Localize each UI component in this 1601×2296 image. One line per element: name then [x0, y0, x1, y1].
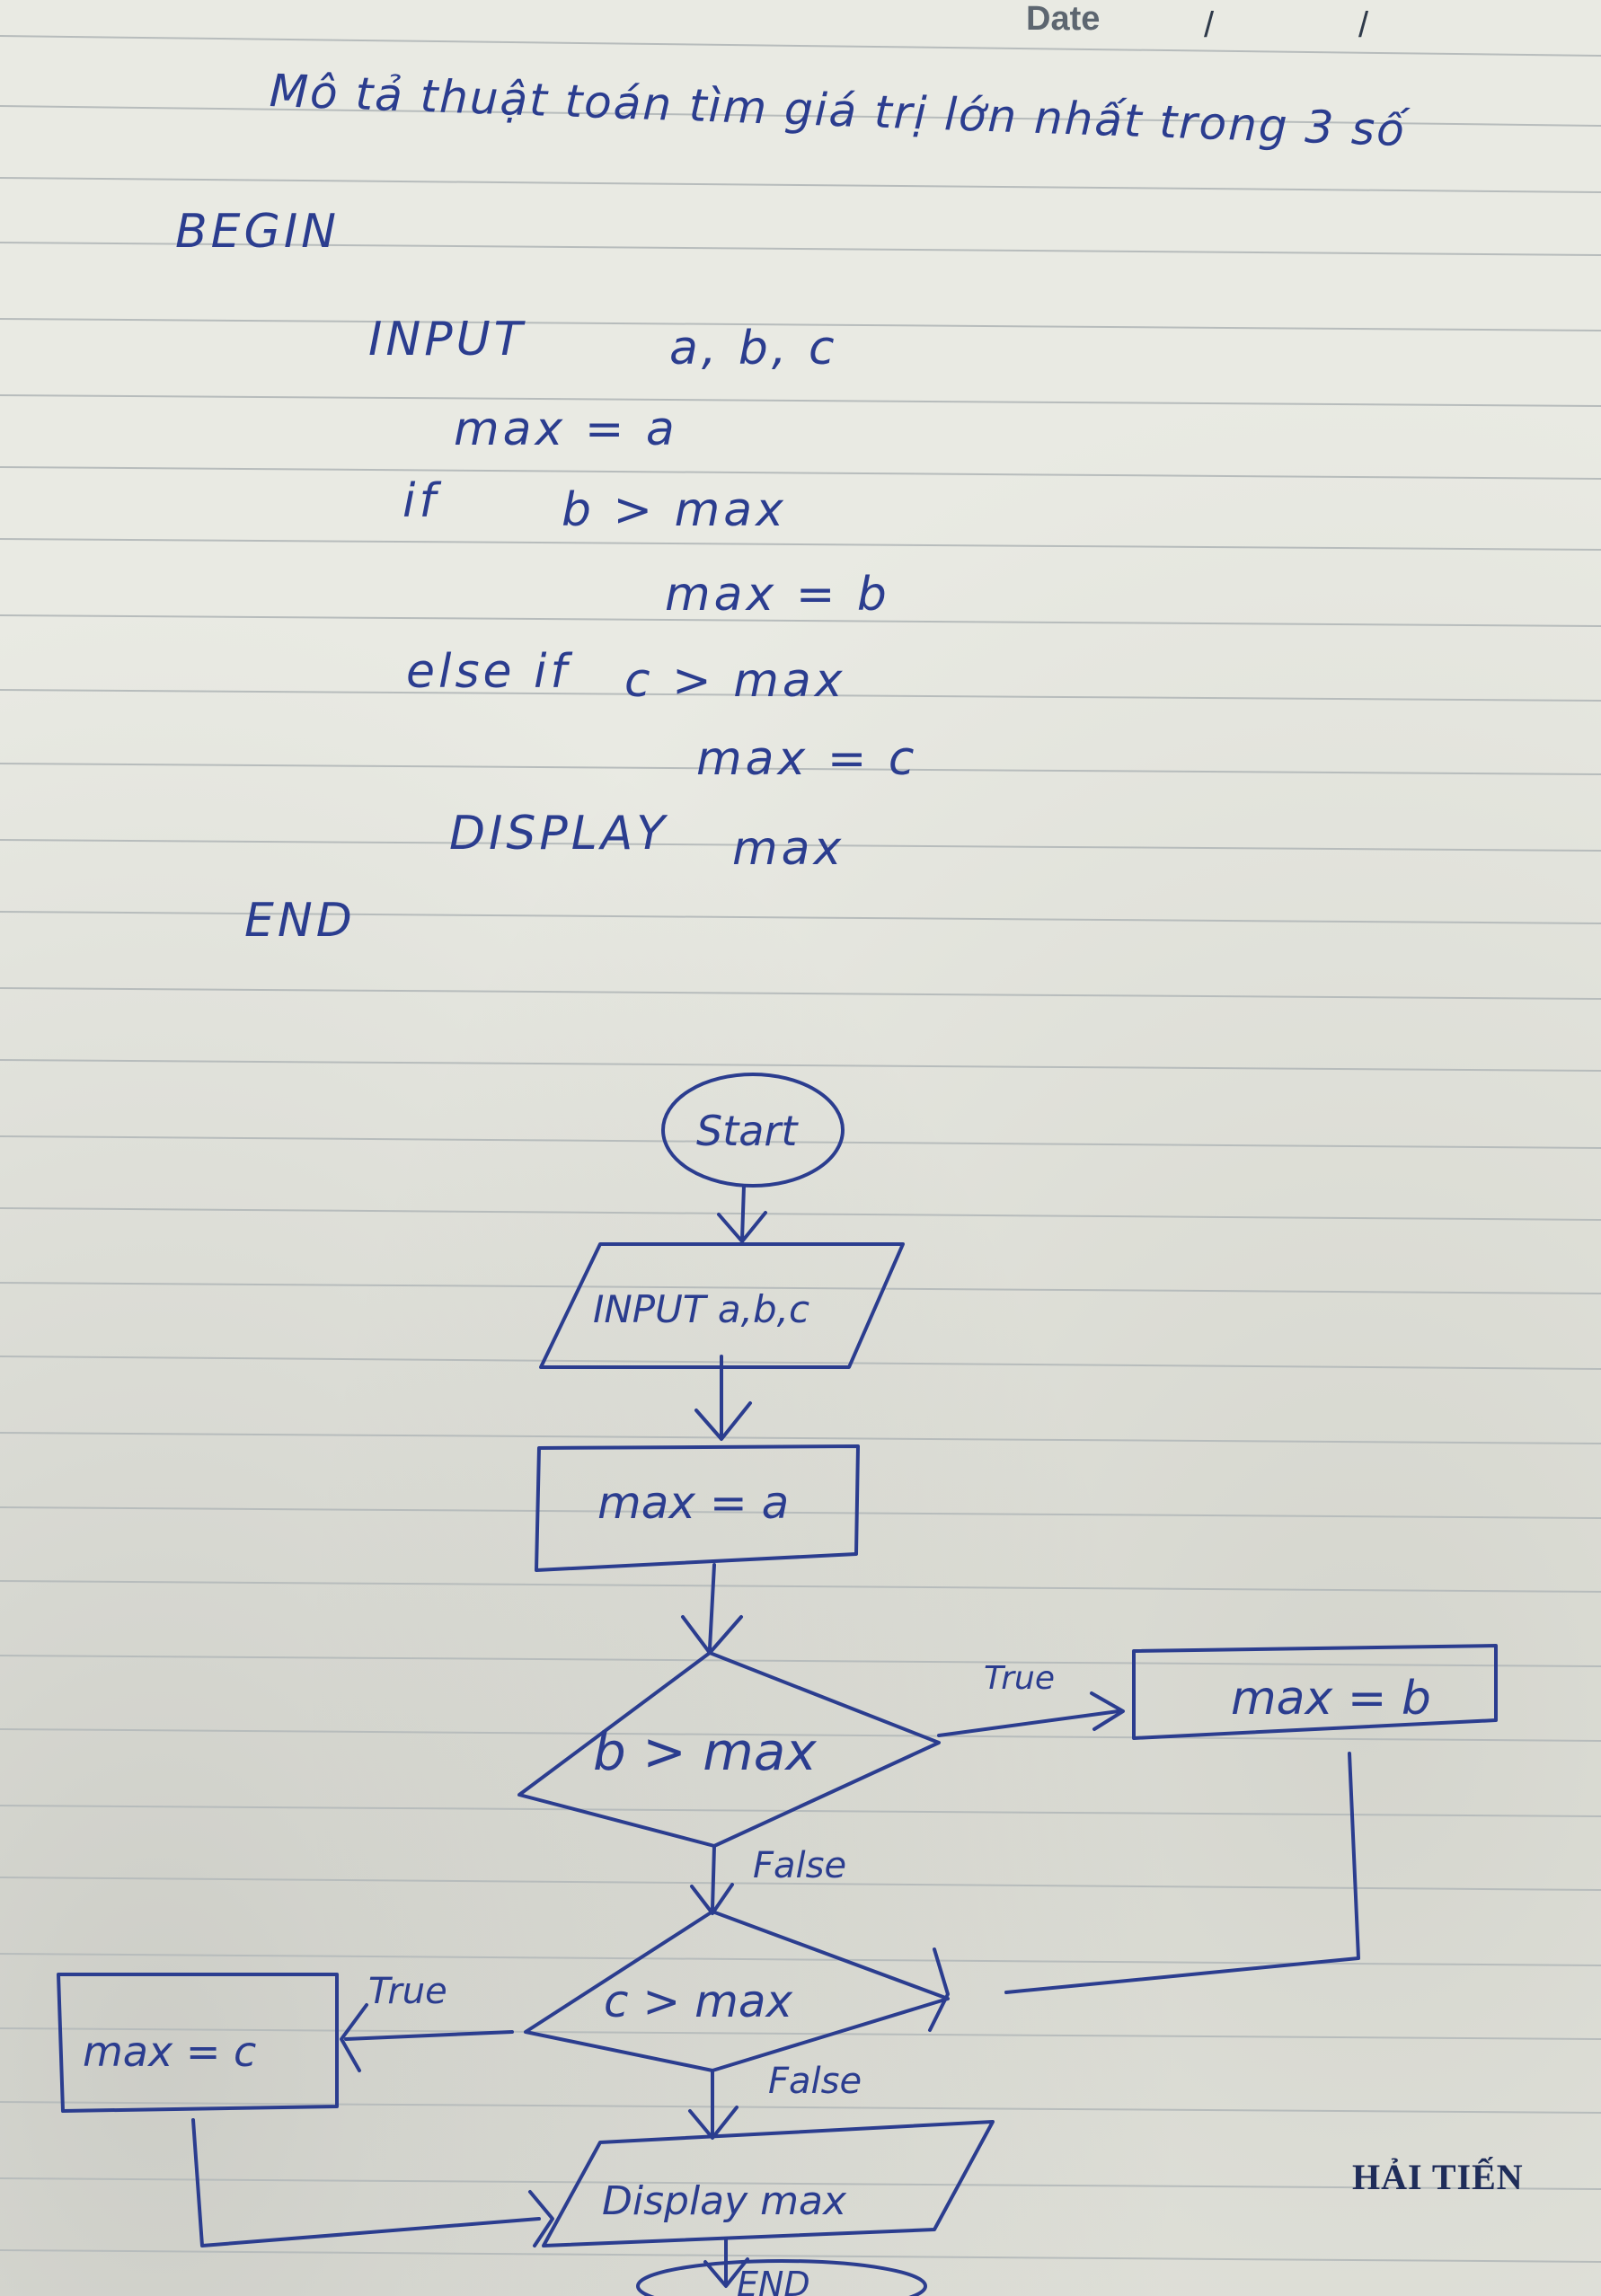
- flow-arrow-start-input: [740, 1184, 746, 1241]
- flow-connector-assign-b: [1004, 1752, 1360, 1994]
- flow-decision1-label: b > max: [593, 1721, 817, 1782]
- date-label: Date: [1026, 0, 1101, 38]
- flow-assign-b-label: max = b: [1231, 1672, 1431, 1726]
- flow-arrow-init-decision1: [708, 1563, 716, 1650]
- flow-end-label: END: [737, 2265, 810, 2296]
- flow-decision2-true-label: True: [368, 1971, 447, 2012]
- pseudo-input-vars: a, b, c: [669, 322, 838, 375]
- pseudo-begin: BEGIN: [175, 205, 341, 259]
- flow-connector-assign-c: [191, 2118, 541, 2247]
- pseudo-input-keyword: INPUT: [368, 313, 526, 366]
- flow-decision2-false-label: False: [768, 2061, 862, 2102]
- pseudo-assign-max-b: max = b: [665, 568, 890, 622]
- flow-assign-c-rectangle: [57, 1973, 339, 2113]
- flow-output-label: Display max: [602, 2178, 847, 2224]
- flow-decision2-label: c > max: [604, 1975, 793, 2027]
- flow-start-label: Start: [696, 1107, 799, 1155]
- pseudo-condition-b: b > max: [562, 483, 787, 537]
- pseudo-display-keyword: DISPLAY: [449, 807, 669, 861]
- flow-assign-c-label: max = c: [83, 2027, 256, 2076]
- flow-decision1-true-label: True: [984, 1660, 1055, 1697]
- pseudo-assign-max-c: max = c: [696, 732, 918, 786]
- flow-init-rectangle: [535, 1444, 860, 1572]
- flow-output-parallelogram: [542, 2120, 995, 2247]
- pseudo-end: END: [244, 894, 356, 948]
- pseudo-condition-c: c > max: [624, 654, 846, 708]
- flow-arrow-decision1-true: [937, 1709, 1120, 1737]
- brand-logo-text: HẢI TIẾN: [1352, 2157, 1524, 2197]
- date-separator-2: /: [1358, 5, 1369, 45]
- flow-assign-b-rectangle: [1132, 1644, 1498, 1740]
- pseudo-if-keyword: if: [402, 474, 439, 528]
- pseudo-display-var: max: [732, 822, 845, 876]
- date-separator-1: /: [1204, 5, 1215, 45]
- pseudo-else-if-keyword: else if: [406, 645, 571, 699]
- pseudo-assign-max-a: max = a: [454, 402, 678, 456]
- flow-start-terminator: [661, 1073, 845, 1188]
- flow-decision1-false-label: False: [753, 1845, 846, 1886]
- flow-init-label: max = a: [597, 1477, 789, 1529]
- flow-arrow-decision1-false: [711, 1844, 716, 1911]
- flow-end-terminator: [636, 2259, 927, 2296]
- flow-input-label: INPUT a,b,c: [593, 1287, 809, 1331]
- flow-arrow-decision2-true: [344, 2030, 514, 2041]
- flow-input-parallelogram: [539, 1242, 905, 1369]
